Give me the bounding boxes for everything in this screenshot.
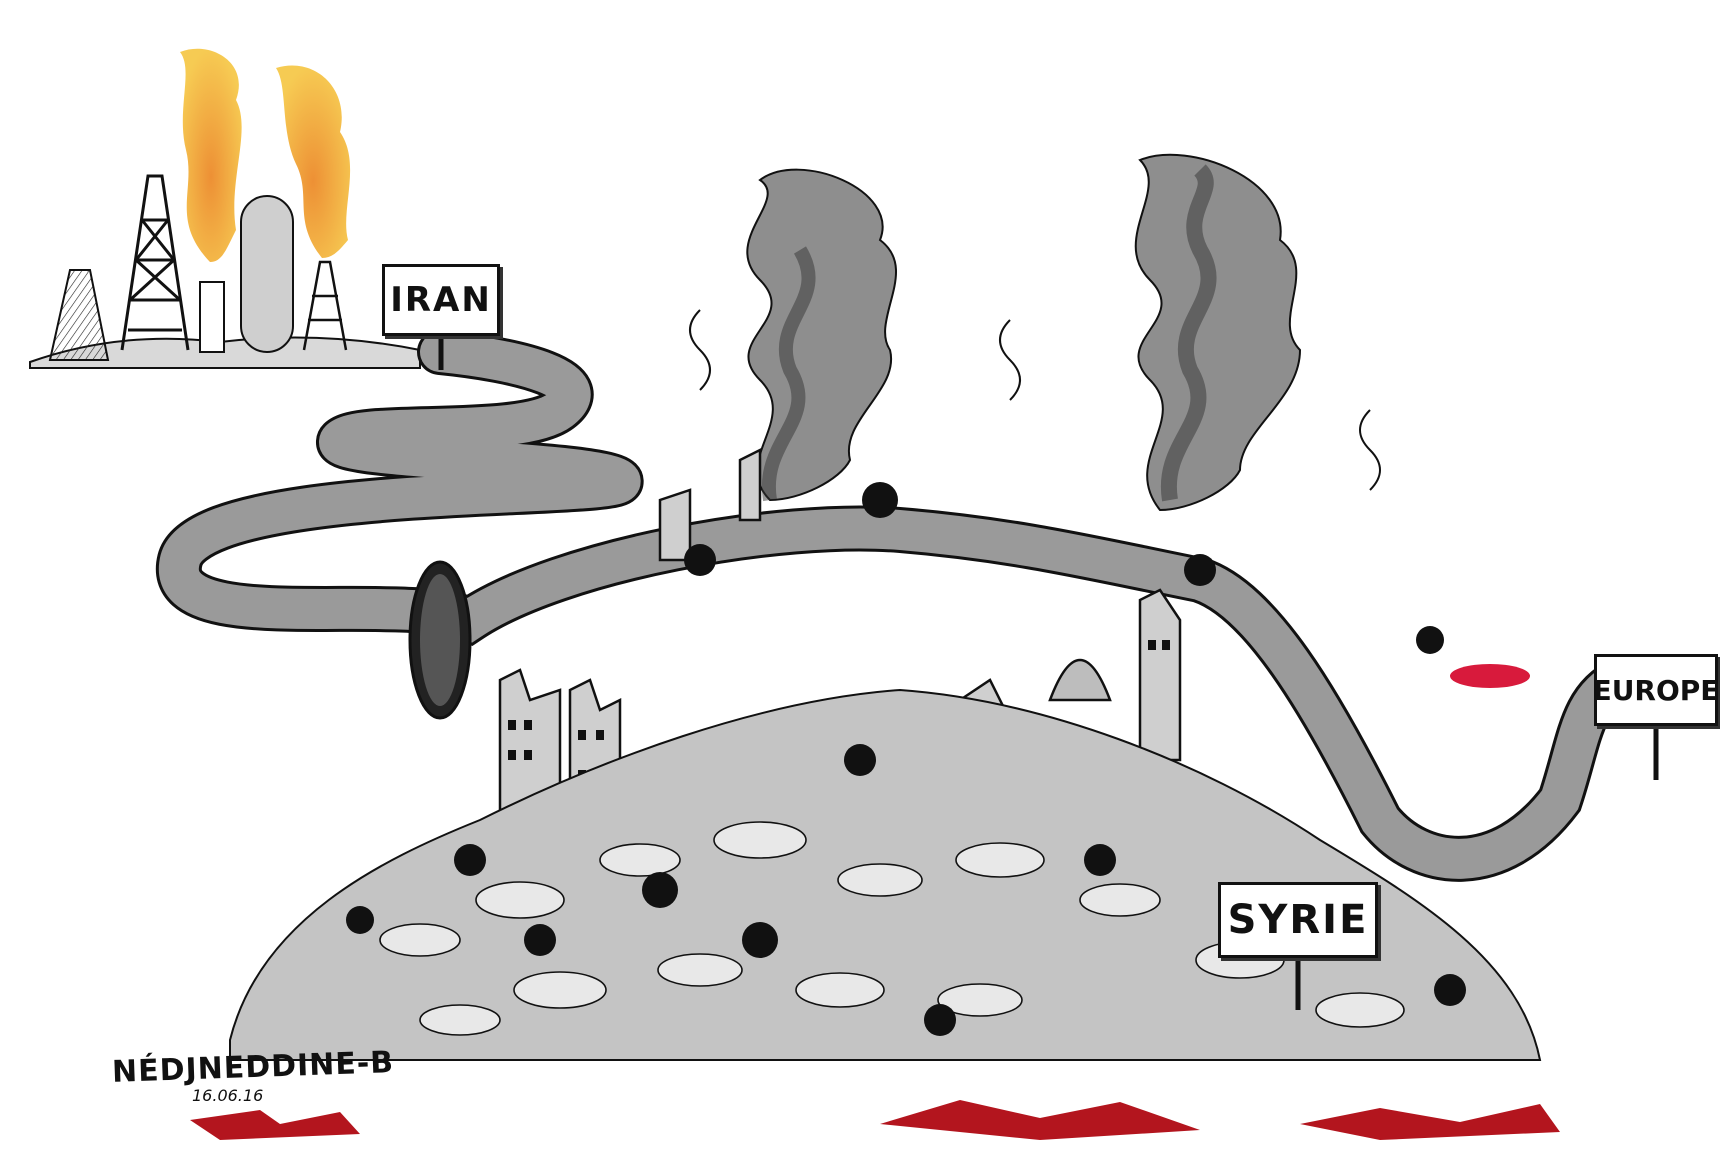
flame-icon — [276, 65, 351, 259]
rubble-mound — [229, 482, 1542, 1061]
sign-iran: IRAN — [382, 264, 500, 336]
sign-europe: EUROPE — [1593, 654, 1719, 726]
sign-syrie: SYRIE — [1218, 882, 1378, 958]
sign-posts — [438, 336, 1659, 1010]
signature-date: 16.06.16 — [192, 1086, 264, 1105]
victim-heads — [346, 482, 1466, 1036]
flame-icon — [180, 48, 242, 262]
blood-pools — [190, 664, 1560, 1140]
derrick-icon — [120, 174, 190, 351]
oil-field-iran — [29, 48, 421, 369]
pipeline — [155, 329, 1643, 882]
smoke-plumes — [689, 153, 1381, 512]
